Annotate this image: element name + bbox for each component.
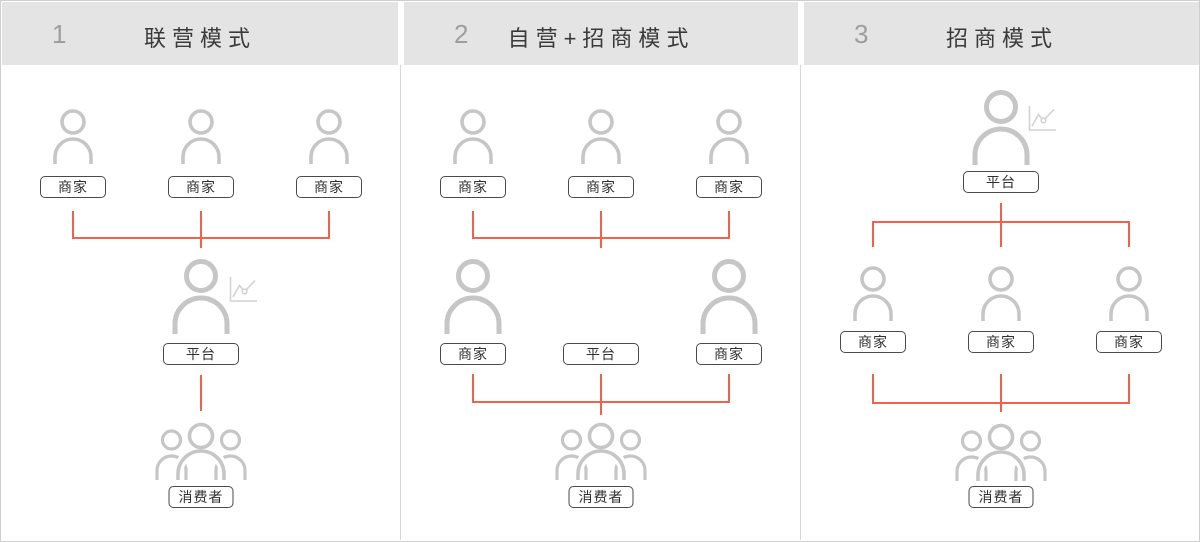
connector-line [72,211,74,239]
connector-line [328,211,330,239]
panel-divider [400,65,401,540]
person-icon [850,265,896,321]
merchant-node: 商家 [440,343,506,365]
person-icon [578,108,624,164]
panel-number: 2 [454,19,469,49]
panel-number: 3 [854,19,869,49]
person-icon [1106,265,1152,321]
merchant-node: 商家 [840,331,906,353]
connector-line [872,374,874,403]
people-group-icon [554,422,648,480]
platform-node: 平台 [163,343,239,365]
person-icon [306,108,352,164]
person-icon [969,89,1033,165]
panel-header-joint-operation: 1 联营模式 [2,2,398,65]
merchant-node: 商家 [440,176,506,198]
connector-line [872,402,1130,404]
panel-header-merchant-recruitment: 3 招商模式 [804,2,1199,65]
merchant-node: 商家 [168,176,234,198]
merchant-node: 商家 [40,176,106,198]
panel-title: 联营模式 [143,26,256,51]
connector-line [872,221,874,247]
panel-title: 招商模式 [945,26,1058,51]
connector-line [600,374,602,415]
person-icon [441,258,505,334]
panel-divider [800,65,801,540]
connector-line [872,221,1130,223]
consumer-node: 消费者 [968,486,1034,508]
connector-line [1128,221,1130,247]
connector-line [1128,374,1130,403]
connector-line [200,375,202,411]
panel-header-self-plus-merchant: 2 自营+招商模式 [404,2,798,65]
consumer-node: 消费者 [168,486,234,508]
merchant-node: 商家 [696,176,762,198]
person-icon [169,258,233,334]
person-icon [978,265,1024,321]
platform-node: 平台 [963,171,1039,193]
merchant-node: 商家 [968,331,1034,353]
people-group-icon [954,423,1048,481]
connector-line [472,211,474,239]
person-icon [50,108,96,164]
connector-line [1000,374,1002,412]
merchant-node: 商家 [296,176,362,198]
panel-title: 自营+招商模式 [507,26,695,51]
people-group-icon [154,422,248,480]
person-icon [178,108,224,164]
merchant-node: 商家 [1096,331,1162,353]
merchant-node: 商家 [696,343,762,365]
person-icon [450,108,496,164]
connector-line [600,211,602,248]
connector-line [472,374,474,403]
person-icon [697,258,761,334]
connector-line [472,237,730,239]
line-chart-icon [228,276,258,303]
connector-line [472,401,730,403]
platform-node: 平台 [563,343,639,365]
consumer-node: 消费者 [568,486,634,508]
panel-number: 1 [52,19,67,49]
connector-line [200,211,202,248]
merchant-node: 商家 [568,176,634,198]
person-icon [706,108,752,164]
line-chart-icon [1027,105,1057,132]
connector-line [728,374,730,403]
connector-line [72,237,330,239]
connector-line [1000,203,1002,247]
connector-line [728,211,730,239]
